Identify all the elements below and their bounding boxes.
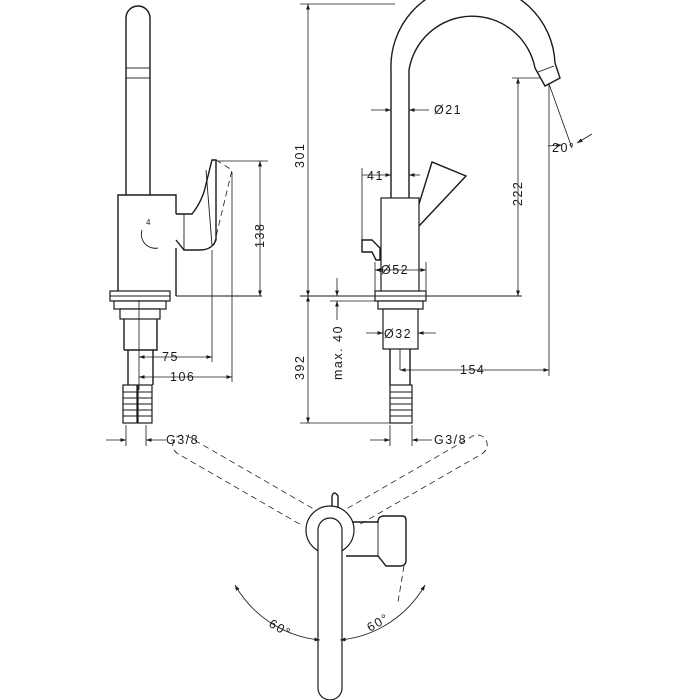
dim-222: 222 (511, 181, 525, 206)
dim-g38-right: G3/8 (434, 433, 467, 447)
side-mount-nut (113, 300, 167, 310)
dim-d52: Ø52 (381, 263, 409, 277)
side-view: 4 138 75 106 G3/8 (106, 5, 268, 447)
dim-20deg: 20° (552, 141, 575, 155)
dim-d21: Ø21 (434, 103, 462, 117)
top-view: 60° 60° (172, 434, 488, 700)
top-lever-housing (346, 515, 407, 567)
dim-154: 154 (460, 363, 485, 377)
dim-301: 301 (293, 143, 307, 168)
dim-138: 138 (253, 223, 267, 248)
side-spout (125, 5, 151, 195)
dim-g38-left: G3/8 (166, 433, 199, 447)
dim-41: 41 (367, 169, 384, 183)
side-lever-swing (213, 159, 233, 246)
dim-d32: Ø32 (384, 327, 412, 341)
front-view: 301 392 max. 40 Ø21 20° 41 222 Ø52 (293, 0, 593, 447)
side-lever (175, 159, 217, 251)
dim-max40: max. 40 (331, 325, 345, 380)
front-lever (418, 161, 468, 227)
angle-right: 60° (365, 611, 392, 635)
front-spout (390, 0, 561, 198)
left-swing-arm (172, 434, 313, 527)
side-aerator (125, 67, 151, 79)
dim-106: 106 (170, 370, 195, 384)
dim-392: 392 (293, 355, 307, 380)
svg-text:4: 4 (146, 218, 152, 227)
front-body (380, 197, 420, 297)
side-body (117, 194, 177, 296)
top-spout (317, 517, 343, 700)
dim-75: 75 (162, 350, 179, 364)
right-swing-arm (347, 434, 488, 527)
angle-left: 60° (267, 616, 294, 640)
front-mount-shank (382, 308, 419, 350)
